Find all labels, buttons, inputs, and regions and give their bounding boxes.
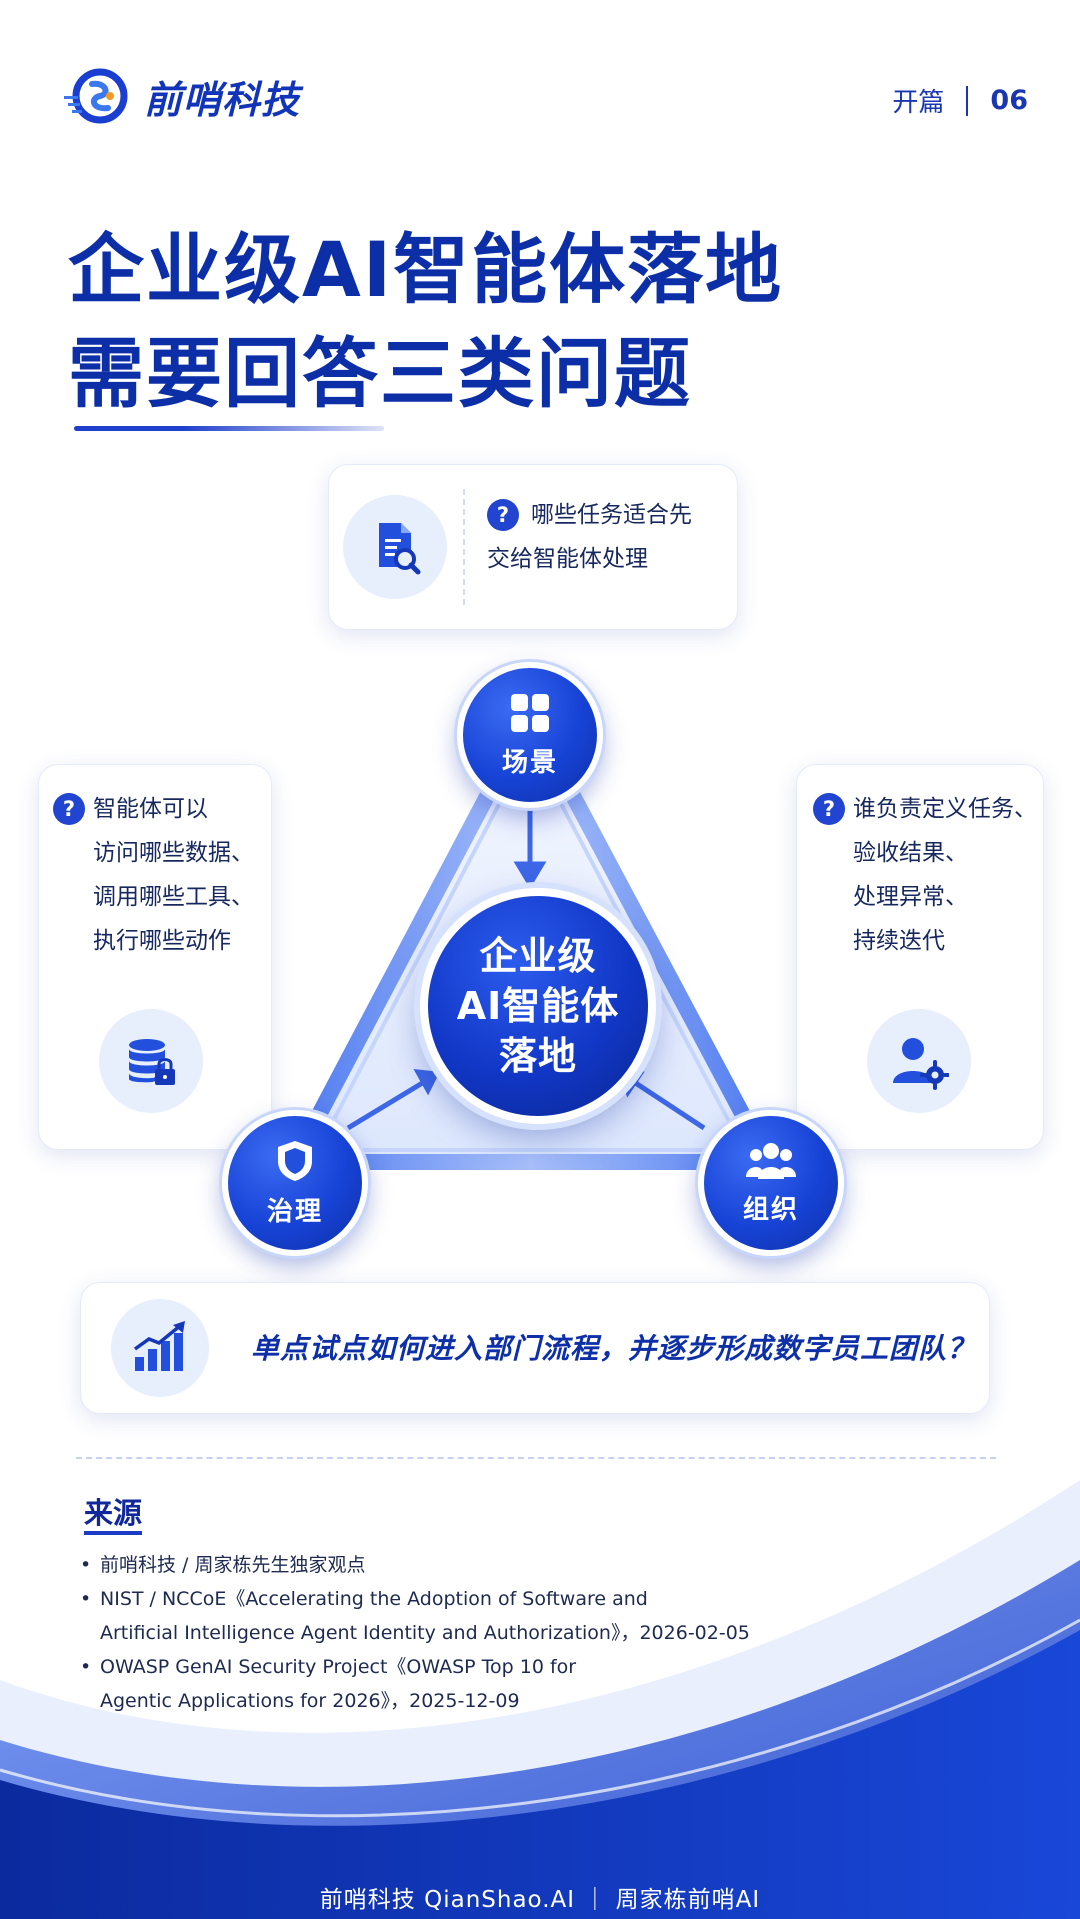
source-item-2-line2: Artificial Intelligence Agent Identity a…	[100, 1622, 750, 1644]
source-item-3-line1: OWASP GenAI Security Project《OWASP Top 1…	[100, 1656, 577, 1678]
node-organization-label: 组织	[742, 1194, 799, 1225]
group-icon	[746, 1142, 796, 1179]
grid-icon	[511, 693, 549, 732]
card-scenario-text: ? 哪些任务适合先 交给智能体处理	[487, 493, 692, 581]
source-item-3-line2: Agentic Applications for 2026》，2025-12-0…	[100, 1690, 520, 1712]
source-item-2-line1: NIST / NCCoE《Accelerating the Adoption o…	[100, 1588, 648, 1610]
node-scenario: 场景	[457, 662, 603, 808]
scale-question-text: 单点试点如何进入部门流程，并逐步形成数字员工团队？	[251, 1332, 977, 1365]
node-governance: 治理	[222, 1110, 368, 1256]
database-lock-icon	[99, 1009, 203, 1113]
brand-logo: 前哨科技	[62, 66, 300, 126]
card-scale-question: 单点试点如何进入部门流程，并逐步形成数字员工团队？	[80, 1282, 990, 1414]
card-organization-line2: 验收结果、	[853, 840, 968, 866]
source-item: 前哨科技 / 周家栋先生独家观点	[80, 1548, 980, 1582]
document-search-icon	[343, 495, 447, 599]
question-badge-icon: ?	[53, 793, 85, 825]
card-governance-line1: 智能体可以	[93, 796, 208, 822]
page-number: 06	[990, 85, 1028, 116]
title-line-1: 企业级AI智能体落地	[68, 225, 784, 314]
card-divider	[463, 489, 465, 605]
card-organization-text: ? 谁负责定义任务、 验收结果、 处理异常、 持续迭代	[813, 787, 1049, 963]
card-organization-line4: 持续迭代	[853, 928, 945, 954]
card-governance-text: ? 智能体可以 访问哪些数据、 调用哪些工具、 执行哪些动作	[53, 787, 273, 963]
section-divider	[76, 1457, 996, 1459]
source-item: NIST / NCCoE《Accelerating the Adoption o…	[80, 1582, 980, 1650]
section-label: 开篇	[892, 88, 945, 118]
title-underline	[74, 426, 384, 431]
card-scenario-question: ? 哪些任务适合先 交给智能体处理	[328, 464, 738, 630]
node-governance-label: 治理	[266, 1196, 323, 1227]
center-node: 企业级 AI智能体 落地	[420, 888, 656, 1124]
page-indicator: 开篇 06	[892, 82, 1028, 119]
node-scenario-label: 场景	[501, 747, 558, 778]
node-organization: 组织	[698, 1110, 844, 1256]
center-node-label: 企业级 AI智能体 落地	[456, 934, 620, 1078]
question-badge-icon: ?	[813, 793, 845, 825]
growth-chart-icon	[111, 1299, 209, 1397]
page-title: 企业级AI智能体落地 需要回答三类问题	[68, 218, 783, 426]
card-scenario-line1: 哪些任务适合先	[531, 502, 692, 528]
card-organization-question: ? 谁负责定义任务、 验收结果、 处理异常、 持续迭代	[796, 764, 1044, 1150]
sources-title: 来源	[84, 1496, 143, 1530]
card-organization-line3: 处理异常、	[853, 884, 968, 910]
card-governance-line3: 调用哪些工具、	[93, 884, 254, 910]
source-item: OWASP GenAI Security Project《OWASP Top 1…	[80, 1650, 980, 1718]
shield-icon	[278, 1140, 312, 1181]
card-governance-line4: 执行哪些动作	[93, 928, 231, 954]
card-organization-line1: 谁负责定义任务、	[853, 796, 1037, 822]
pager-divider	[966, 85, 969, 116]
sources-title-underline	[84, 1531, 142, 1535]
card-scenario-line2: 交给智能体处理	[487, 546, 648, 572]
question-badge-icon: ?	[487, 499, 519, 531]
source-item-1-line1: 前哨科技 / 周家栋先生独家观点	[100, 1554, 366, 1576]
user-gear-icon	[867, 1009, 971, 1113]
card-governance-question: ? 智能体可以 访问哪些数据、 调用哪些工具、 执行哪些动作	[38, 764, 272, 1150]
card-governance-line2: 访问哪些数据、	[93, 840, 254, 866]
title-line-2: 需要回答三类问题	[68, 329, 692, 418]
footer-credit: 前哨科技 QianShao.AI ｜ 周家栋前哨AI	[319, 1887, 761, 1913]
brand-name: 前哨科技	[144, 77, 301, 122]
sources-list: 前哨科技 / 周家栋先生独家观点 NIST / NCCoE《Accelerati…	[80, 1548, 980, 1718]
brand-mark-icon	[64, 68, 128, 124]
